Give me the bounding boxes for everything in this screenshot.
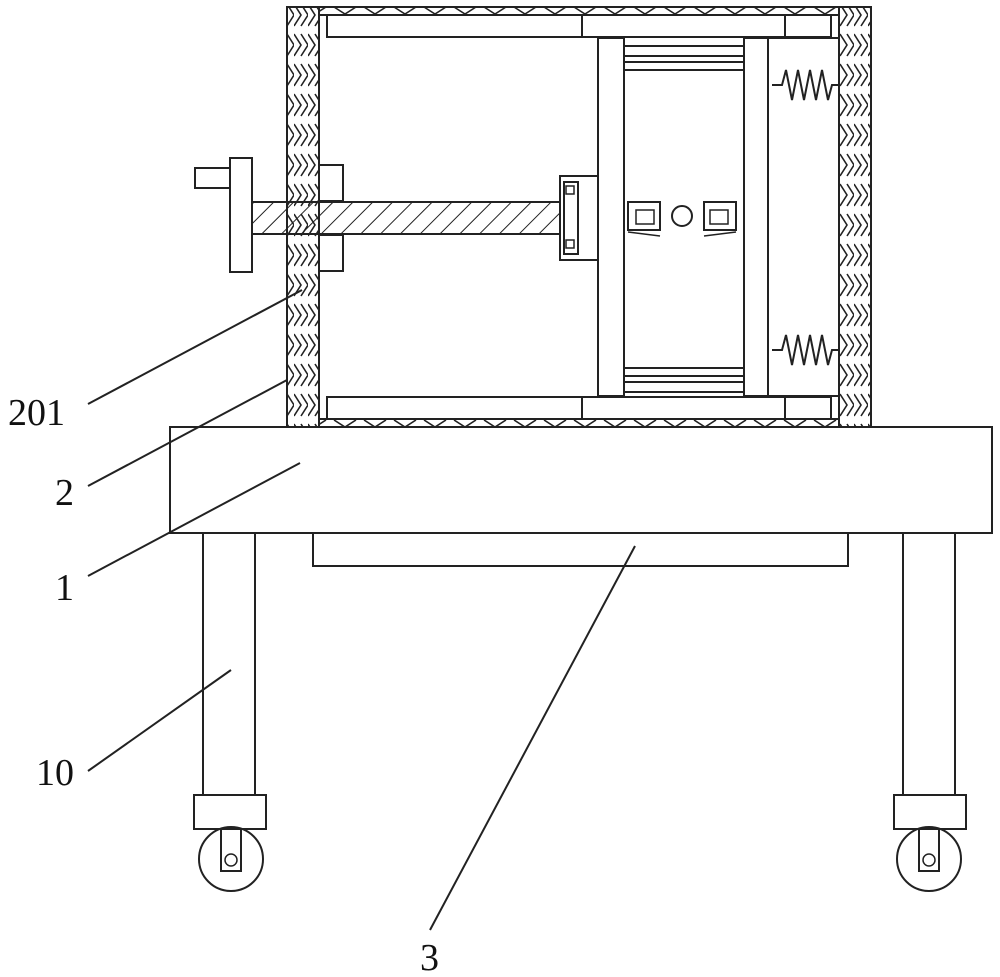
leader-201 — [87, 289, 303, 405]
clamp-jaw-left — [627, 201, 661, 231]
leader-2 — [87, 379, 288, 487]
top-wall-insulation — [318, 6, 840, 16]
press-plate — [597, 37, 625, 397]
screw-nut-top — [318, 164, 344, 202]
leader-10 — [87, 669, 232, 772]
caster-mount-right — [893, 794, 967, 830]
label-2: 2 — [55, 472, 74, 514]
press-plate-assembly — [597, 37, 840, 397]
workpiece-pin — [671, 205, 693, 227]
label-10: 10 — [36, 752, 74, 794]
leader-lines — [87, 289, 636, 931]
spring-housing — [767, 37, 840, 397]
leg-right — [902, 532, 956, 796]
handwheel — [229, 157, 253, 273]
spring-bottom — [772, 334, 838, 366]
caster-mount-left — [193, 794, 267, 830]
handle-knob — [194, 167, 234, 189]
screw-nut-bottom — [318, 234, 344, 272]
right-wall-insulation — [838, 6, 872, 428]
label-1: 1 — [55, 567, 74, 609]
bottom-wall-insulation — [318, 418, 840, 428]
lead-screw — [251, 201, 571, 235]
collection-tray — [312, 532, 849, 567]
label-201: 201 — [8, 392, 65, 434]
fixed-plate — [743, 37, 769, 397]
spring-top — [772, 69, 838, 101]
table — [169, 426, 993, 892]
reference-labels: 201 2 1 10 3 — [8, 392, 439, 977]
leader-1 — [87, 462, 301, 577]
leader-3 — [429, 545, 636, 931]
leg-left — [202, 532, 256, 796]
label-3: 3 — [420, 937, 439, 977]
table-top — [169, 426, 993, 534]
lead-screw-assembly — [194, 157, 599, 273]
clamp-jaw-right — [703, 201, 737, 231]
